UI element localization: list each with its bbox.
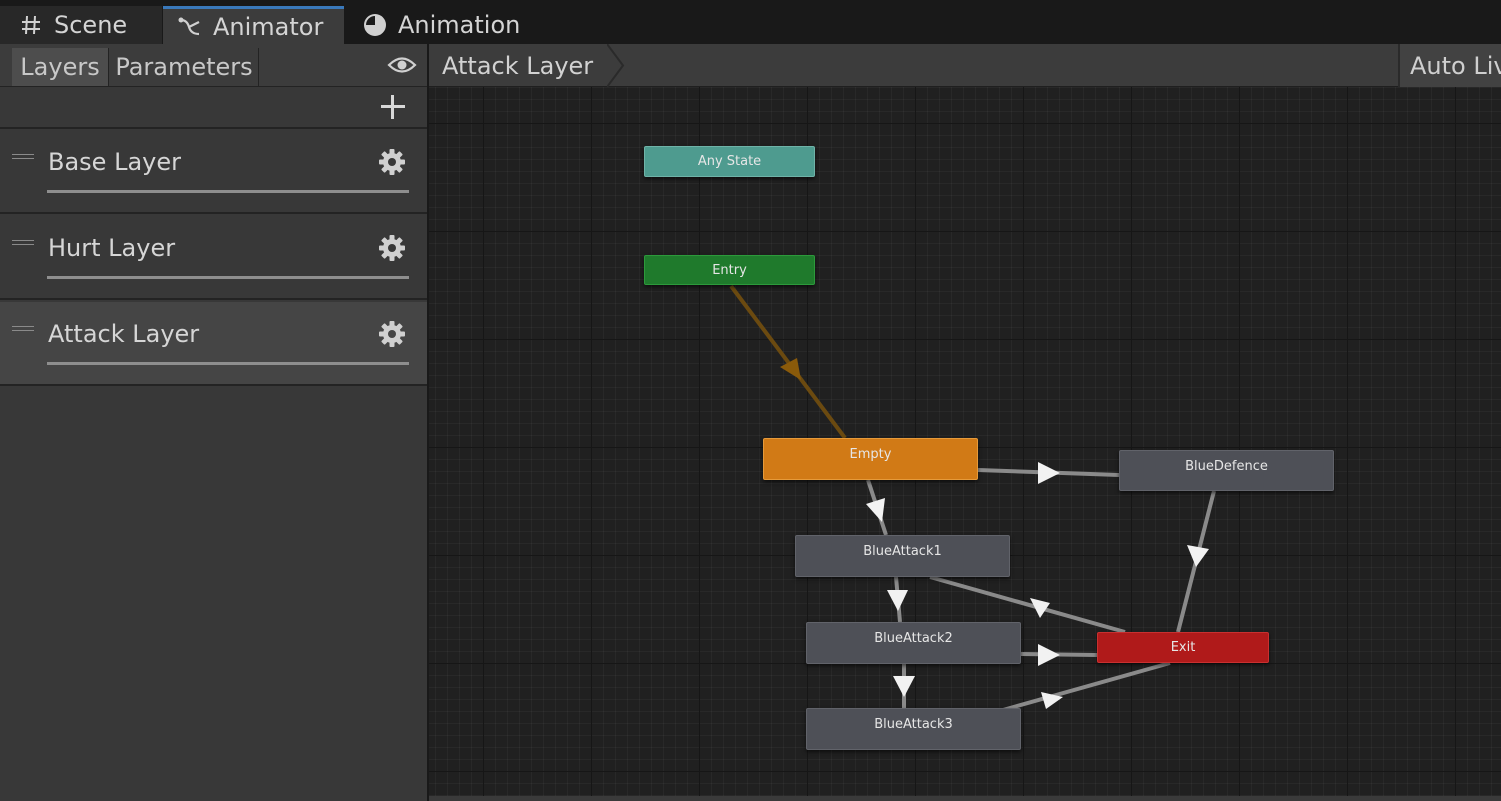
layers-tab-button[interactable]: Layers <box>12 48 109 86</box>
state-node-blue-attack3[interactable]: BlueAttack3 <box>806 708 1021 750</box>
layer-weight-bar <box>47 362 409 365</box>
state-node-label: Any State <box>697 154 762 169</box>
eye-icon[interactable] <box>387 54 417 76</box>
state-node-exit[interactable]: Exit <box>1097 632 1269 663</box>
gear-icon[interactable] <box>378 148 406 176</box>
state-node-blue-defence[interactable]: BlueDefence <box>1119 450 1334 491</box>
plus-icon[interactable] <box>379 93 407 121</box>
drag-handle-icon[interactable] <box>12 326 34 331</box>
state-node-label: BlueAttack1 <box>863 544 942 559</box>
horizontal-scrollbar[interactable] <box>429 796 1501 801</box>
state-machine-graph[interactable] <box>429 44 1501 801</box>
drag-handle-icon[interactable] <box>12 154 34 159</box>
tab-animator[interactable]: Animator <box>163 6 344 44</box>
tab-scene[interactable]: Scene <box>0 6 162 44</box>
layers-panel-toolbar: Layers Parameters <box>0 44 427 87</box>
add-layer-row <box>0 87 427 129</box>
gear-icon[interactable] <box>378 320 406 348</box>
layer-weight-bar <box>47 276 409 279</box>
state-machine-icon <box>177 14 203 40</box>
drag-handle-icon[interactable] <box>12 240 34 245</box>
grid-icon <box>18 12 44 38</box>
layers-panel: Layers Parameters Base Layer Hurt Layer … <box>0 44 429 801</box>
layer-item-hurt[interactable]: Hurt Layer <box>0 216 427 300</box>
state-node-label: BlueAttack2 <box>874 631 953 646</box>
tab-animation[interactable]: Animation <box>344 6 544 44</box>
breadcrumb-item-attack-layer[interactable]: Attack Layer <box>442 51 594 80</box>
layer-weight-bar <box>47 190 409 193</box>
tab-animation-label: Animation <box>398 11 521 39</box>
state-node-label: Entry <box>712 263 747 278</box>
breadcrumb-separator-icon <box>607 44 625 87</box>
layer-name: Hurt Layer <box>48 234 176 262</box>
layer-item-attack[interactable]: Attack Layer <box>0 302 427 386</box>
breadcrumb: Attack Layer Auto Liv <box>429 44 1501 87</box>
state-node-label: BlueDefence <box>1185 459 1268 474</box>
layer-name: Base Layer <box>48 148 181 176</box>
tab-scene-label: Scene <box>54 11 128 39</box>
state-node-empty[interactable]: Empty <box>763 438 978 480</box>
state-node-blue-attack2[interactable]: BlueAttack2 <box>806 622 1021 664</box>
tab-animator-label: Animator <box>213 12 324 41</box>
layer-item-base[interactable]: Base Layer <box>0 130 427 214</box>
state-node-blue-attack1[interactable]: BlueAttack1 <box>795 535 1010 577</box>
state-node-any-state[interactable]: Any State <box>644 146 815 177</box>
state-node-entry[interactable]: Entry <box>644 255 815 285</box>
auto-live-link-button[interactable]: Auto Liv <box>1398 44 1501 87</box>
layer-name: Attack Layer <box>48 320 200 348</box>
state-node-label: Empty <box>849 447 892 462</box>
clock-icon <box>362 12 388 38</box>
state-node-label: Exit <box>1170 640 1196 655</box>
window-tab-bar: Scene Animator Animation <box>0 0 1501 44</box>
gear-icon[interactable] <box>378 234 406 262</box>
state-node-label: BlueAttack3 <box>874 717 953 732</box>
parameters-tab-button[interactable]: Parameters <box>110 48 259 86</box>
